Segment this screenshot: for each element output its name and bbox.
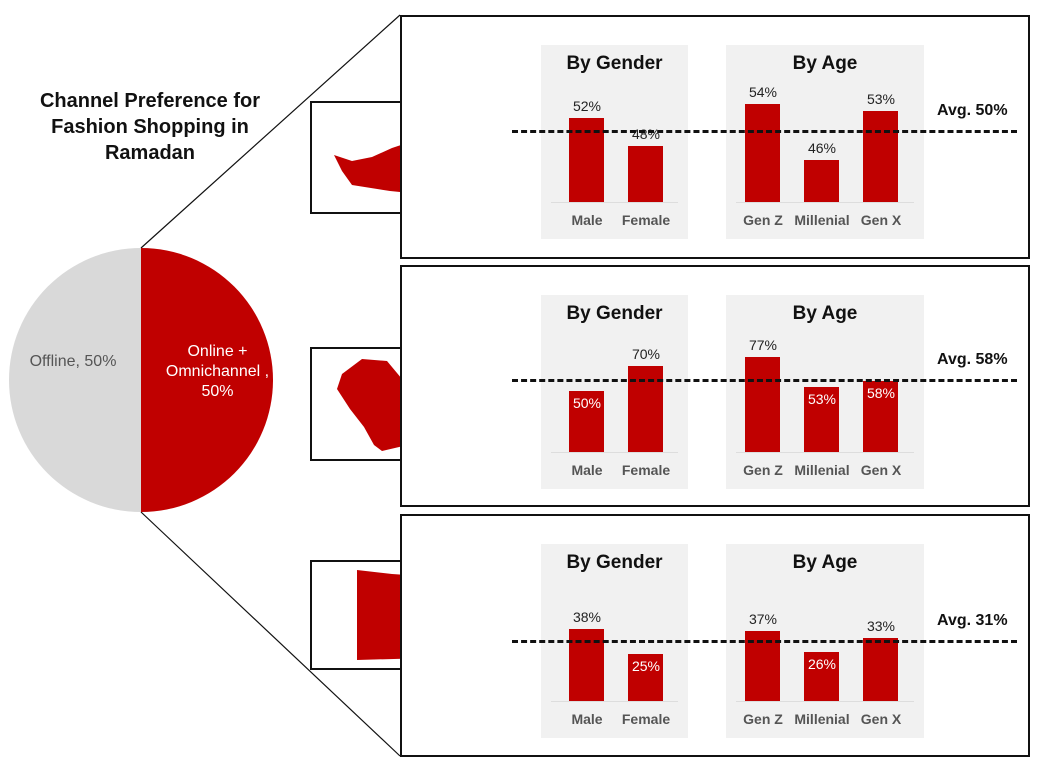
x-axis [551,452,678,453]
connector-bottom [140,511,401,757]
average-line [512,378,1017,382]
group-title: By Gender [566,552,663,573]
category-label: Millenial [794,711,850,727]
category-label: Male [571,711,603,727]
bar-gen-x [863,638,898,701]
pie-label-offline: Offline, 50% [29,353,117,370]
category-label: Female [621,711,671,727]
category-label: Gen Z [743,711,783,727]
x-axis [736,202,914,203]
bar-millenial [804,160,839,202]
group-title: By Age [792,53,858,74]
by-age-group: By Age 77% Gen Z 53% Millenial 58% Gen X [726,295,924,489]
value-label: 53% [807,390,837,407]
category-label: Gen X [860,462,902,478]
group-title: By Gender [566,53,663,74]
bar-millenial [804,651,839,701]
value-label: 53% [866,91,896,107]
category-label: Female [621,212,671,228]
group-title: By Gender [566,303,663,324]
category-label: Gen X [860,212,902,228]
average-line [512,130,1017,133]
x-axis [736,452,914,453]
value-label: 48% [631,126,661,142]
value-label: 25% [631,657,661,674]
chart-title: Channel Preference for Fashion Shopping … [39,90,261,164]
pie-slice-offline [9,248,141,512]
bar-millenial [804,386,839,452]
category-label: Gen X [860,711,902,727]
value-label: 58% [866,384,896,401]
panel-egypt: By Gender 38% Male 25% Female By Age 37% Gen Z 2… [400,514,1030,757]
group-title: By Age [792,552,858,573]
category-label: Male [571,462,603,478]
value-label: 70% [631,345,661,362]
panel-uae: By Gender 52% Male 48% Female By Age 54% Gen Z 4… [400,15,1030,259]
category-label: Millenial [794,212,850,228]
pie-slice-online [141,248,273,512]
value-label: 33% [866,618,896,635]
bar-gen-x [863,380,898,452]
category-label: Millenial [794,462,850,478]
category-label: Male [571,212,603,228]
average-line [512,640,1017,644]
by-gender-group: By Gender 52% Male 48% Female [541,45,688,239]
by-gender-group: By Gender 50% Male 70% Female [541,295,688,489]
average-label: Avg. 31% [937,612,1008,630]
x-axis [551,202,678,203]
bar-male [569,390,604,452]
value-label: 50% [572,394,602,411]
average-label: Avg. 50% [937,102,1008,119]
value-label: 38% [572,608,602,625]
value-label: 46% [807,140,837,156]
value-label: 77% [748,337,778,354]
by-age-group: By Age 54% Gen Z 46% Millenial 53% Gen X [726,45,924,239]
value-label: 52% [572,98,602,114]
pie-label-online: Online + Omnichannel , 50% [165,343,270,400]
bar-gen-z [745,357,780,452]
group-title: By Age [792,303,858,324]
value-label: 37% [748,610,778,627]
average-label: Avg. 58% [937,350,1008,368]
x-axis [736,701,914,702]
value-label: 54% [748,84,778,100]
bar-gen-z [745,104,780,202]
value-label: 26% [807,655,837,672]
connector-top [140,14,401,249]
category-label: Gen Z [743,212,783,228]
uae-map-icon [334,111,438,193]
panel-saudi-arabia: By Gender 50% Male 70% Female By Age 77% Gen Z 5… [400,265,1030,507]
bar-gen-x [863,111,898,202]
x-axis [551,701,678,702]
bar-female [628,653,663,701]
category-label: Female [621,462,671,478]
bar-female [628,146,663,202]
category-label: Gen Z [743,462,783,478]
